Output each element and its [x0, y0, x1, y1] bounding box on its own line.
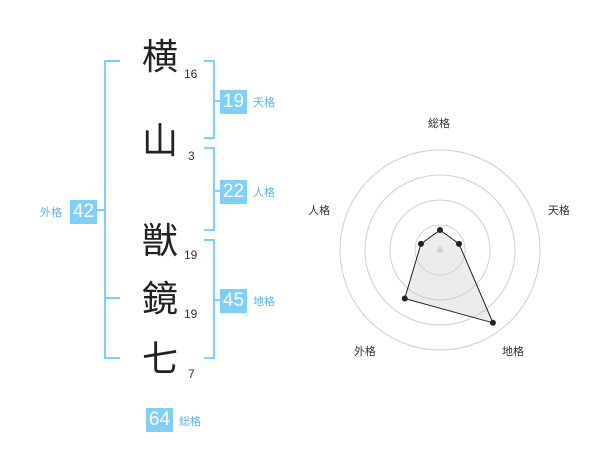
radar-ring-2 — [389, 199, 491, 301]
radar-ring-3 — [364, 174, 516, 326]
radar-ring-1 — [414, 224, 466, 276]
tenkaku-value: 19 — [220, 90, 247, 114]
radar-point-2 — [489, 319, 496, 326]
gaikaku-value: 42 — [70, 200, 97, 224]
radar-center — [437, 247, 443, 253]
name-char-4: 鏡 — [142, 279, 179, 320]
name-char-3: 獣 — [142, 221, 179, 262]
radar-point-0 — [437, 227, 443, 233]
stroke-count-5: 7 — [188, 367, 195, 381]
radar-axis-label-1: 天格 — [547, 204, 570, 218]
stroke-count-2: 3 — [188, 149, 195, 163]
chikaku-value: 45 — [220, 289, 247, 313]
radar-point-1 — [456, 240, 463, 247]
radar-polygon — [404, 229, 494, 324]
bracket-lines — [96, 60, 220, 359]
radar-axis-label-3: 外格 — [353, 344, 376, 358]
name-char-1: 横 — [142, 37, 179, 78]
radar-point-3 — [401, 295, 408, 302]
jinkaku-label: 人格 — [253, 186, 275, 199]
stroke-count-4: 19 — [184, 307, 198, 321]
gaikaku-label: 外格 — [40, 206, 62, 219]
chikaku-label: 地格 — [253, 295, 275, 308]
name-char-2: 山 — [142, 121, 179, 162]
radar-ring-4 — [339, 149, 541, 351]
tenkaku-bracket — [204, 60, 215, 139]
radar-axis-label-0: 総格 — [428, 117, 450, 130]
jinkaku-bracket — [204, 147, 215, 231]
radar-axis-label-4: 人格 — [308, 204, 331, 218]
stroke-count-3: 19 — [184, 248, 198, 262]
stroke-count-1: 16 — [184, 67, 198, 81]
jinkaku-value: 22 — [220, 180, 247, 204]
name-char-5: 七 — [142, 339, 179, 380]
soukaku-label: 総格 — [179, 415, 201, 428]
tenkaku-label: 天格 — [253, 96, 275, 109]
radar-axis-label-2: 地格 — [502, 344, 525, 358]
radar-point-4 — [417, 240, 424, 247]
soukaku-value: 64 — [146, 408, 173, 432]
